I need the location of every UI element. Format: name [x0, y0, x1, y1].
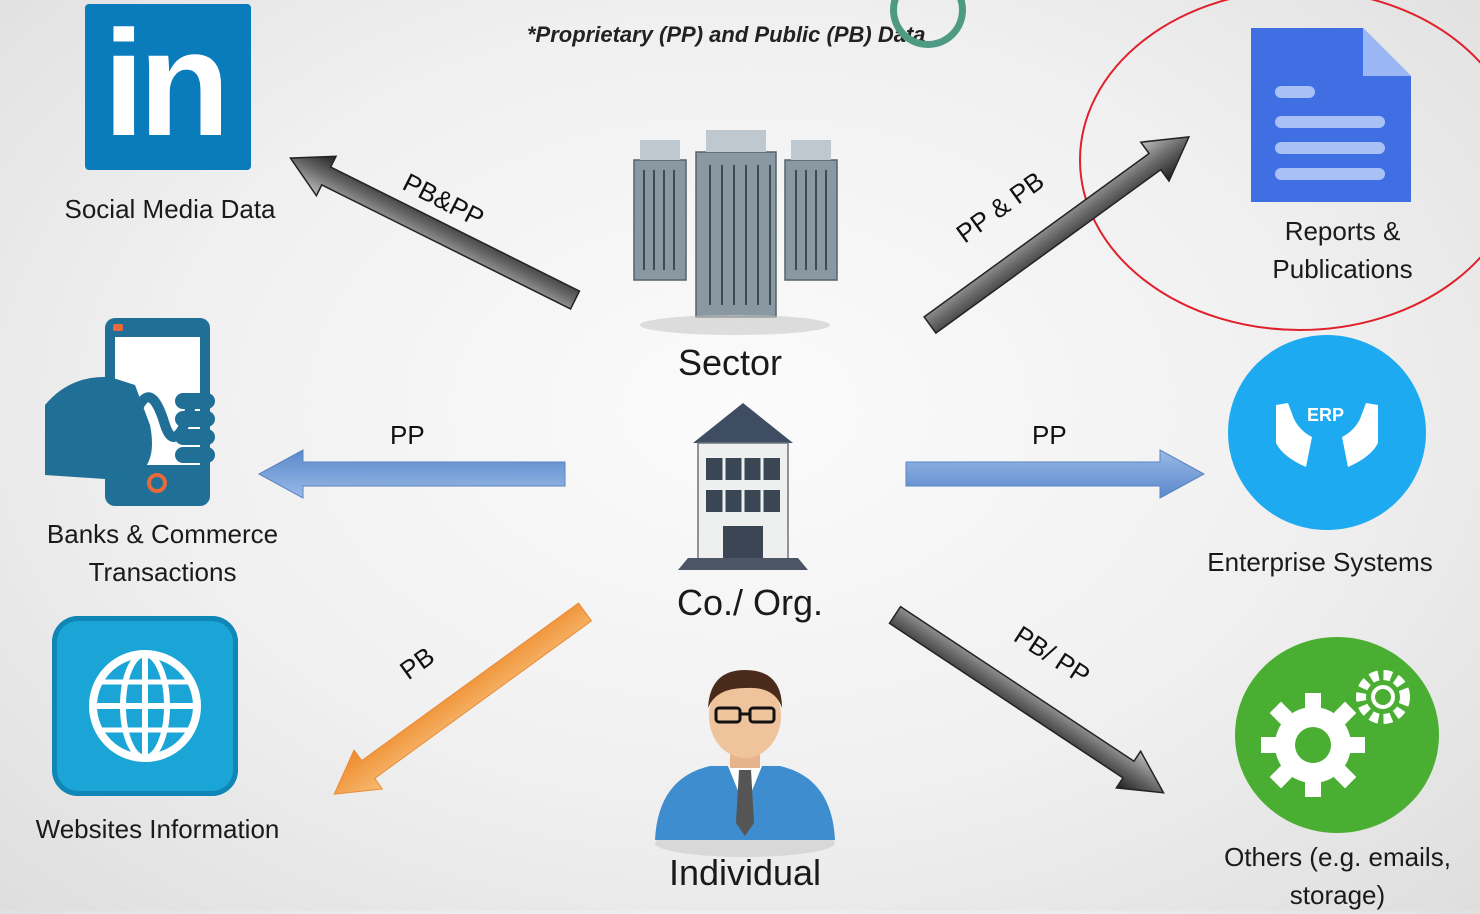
reports-label: Reports & Publications: [1272, 216, 1413, 284]
sector-buildings-icon: [633, 130, 838, 335]
arrow-social-media: [289, 155, 581, 310]
cropped-heading-fragment: [890, 0, 966, 48]
banks-label: Banks & Commerce Transactions: [46, 519, 279, 587]
globe-icon: [89, 650, 201, 762]
data-type-note: *Proprietary (PP) and Public (PB) Data: [527, 22, 926, 47]
arrow-others: [888, 605, 1165, 794]
linkedin-icon: in: [85, 0, 251, 170]
arrow-enterprise: [905, 449, 1206, 499]
gears-icon: [1261, 670, 1410, 797]
arrow-label-enterprise: PP: [1032, 420, 1067, 450]
enterprise-label: Enterprise Systems: [1207, 547, 1433, 577]
organization-label: Co./ Org.: [676, 582, 824, 623]
sector-label: Sector: [677, 342, 783, 383]
document-icon: [1251, 28, 1411, 202]
individual-label: Individual: [668, 852, 822, 893]
erp-icon: ERP: [1228, 335, 1426, 530]
linkedin-icon-text: in: [103, 0, 230, 167]
organization-building-icon: [678, 403, 808, 570]
social-media-label: Social Media Data: [64, 194, 276, 224]
arrow-label-banks: PP: [390, 420, 425, 450]
arrow-websites: [333, 602, 593, 795]
mobile-payment-icon: [45, 318, 215, 506]
arrow-reports: [923, 136, 1191, 335]
individual-person-icon: [655, 670, 835, 857]
erp-hands-icon: [1276, 403, 1378, 467]
arrow-banks: [257, 449, 566, 499]
websites-label: Websites Information: [35, 814, 280, 844]
others-icon: [1235, 637, 1439, 833]
others-label: Others (e.g. emails, storage): [1224, 842, 1451, 910]
erp-icon-text: ERP: [1307, 405, 1345, 425]
websites-icon: [52, 616, 238, 796]
